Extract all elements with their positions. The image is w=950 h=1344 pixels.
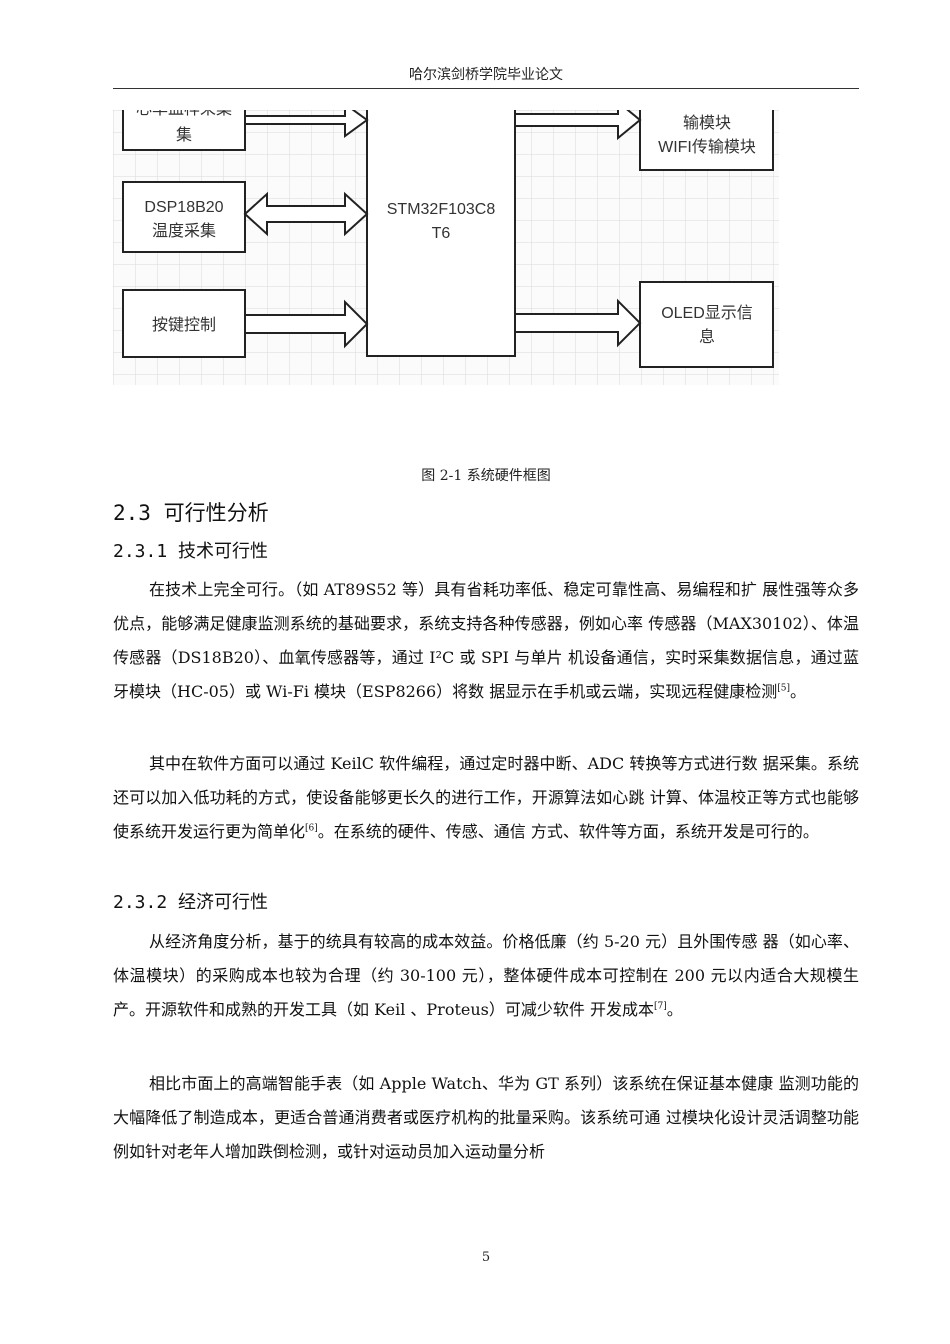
hardware-block-diagram: 心率血样采集 集 DSP18B20 温度采集 按键控制 STM32F103C8 … <box>113 110 779 385</box>
citation: [5] <box>777 683 791 694</box>
subsection-heading-economic: 2.3.2 经济可行性 <box>113 892 269 913</box>
mcu-box: STM32F103C8 T6 <box>366 110 516 357</box>
figure-caption: 图 2-1 系统硬件框图 <box>421 468 551 484</box>
citation: [7] <box>653 1001 667 1012</box>
mcu-to-wifi-arrow <box>514 110 642 141</box>
wifi-label-1: 输模块 <box>683 114 731 132</box>
temperature-label-1: DSP18B20 <box>144 199 223 216</box>
header-rule <box>113 88 859 89</box>
oled-box: OLED显示信 息 <box>639 281 774 368</box>
paragraph-text: 相比市面上的高端智能手表（如 Apple Watch、华为 GT 系列）该系统在… <box>113 1074 859 1161</box>
mcu-label-2: T6 <box>432 225 451 242</box>
citation: [6] <box>305 823 318 834</box>
paragraph-tail: 。 <box>790 682 807 701</box>
section-heading: 2.3 可行性分析 <box>113 501 269 525</box>
key-control-label: 按键控制 <box>152 316 216 334</box>
wifi-label-2: WIFI传输模块 <box>658 138 756 156</box>
paragraph-economic-1: 从经济角度分析，基于的统具有较高的成本效益。价格低廉（约 5-20 元）且外围传… <box>113 925 859 1027</box>
mcu-label-1: STM32F103C8 <box>387 201 496 218</box>
key-to-mcu-arrow <box>244 299 369 349</box>
paragraph-text: 其中在软件方面可以通过 KeilC 软件编程，通过定时器中断、ADC 转换等方式… <box>113 754 859 841</box>
temperature-box: DSP18B20 温度采集 <box>122 181 246 253</box>
temperature-mcu-double-arrow <box>243 191 369 237</box>
oled-label-2: 息 <box>699 328 715 346</box>
heart-rate-box: 心率血样采集 集 <box>122 110 246 151</box>
wifi-box: 输模块 WIFI传输模块 <box>639 110 774 171</box>
paragraph-tail: 。在系统的硬件、传感、通信 方式、软件等方面，系统开发是可行的。 <box>317 822 819 841</box>
paragraph-tail: 。 <box>666 1000 683 1019</box>
key-control-box: 按键控制 <box>122 289 246 358</box>
paragraph-technical-1: 在技术上完全可行。（如 AT89S52 等）具有省耗功率低、稳定可靠性高、易编程… <box>113 573 859 709</box>
paragraph-technical-2: 其中在软件方面可以通过 KeilC 软件编程，通过定时器中断、ADC 转换等方式… <box>113 747 859 849</box>
paragraph-text: 在技术上完全可行。（如 AT89S52 等）具有省耗功率低、稳定可靠性高、易编程… <box>113 580 859 701</box>
mcu-to-oled-arrow <box>514 298 642 348</box>
oled-label-1: OLED显示信 <box>661 304 753 322</box>
temperature-label-2: 温度采集 <box>152 222 216 240</box>
subsection-heading-technical: 2.3.1 技术可行性 <box>113 541 269 562</box>
paragraph-economic-2: 相比市面上的高端智能手表（如 Apple Watch、华为 GT 系列）该系统在… <box>113 1067 859 1169</box>
running-header: 哈尔滨剑桥学院毕业论文 <box>409 67 563 83</box>
page-number: 5 <box>481 1250 491 1265</box>
paragraph-text: 从经济角度分析，基于的统具有较高的成本效益。价格低廉（约 5-20 元）且外围传… <box>113 932 859 1019</box>
heart-to-mcu-arrow <box>244 110 369 138</box>
heart-rate-label-tail: 集 <box>176 126 192 144</box>
heart-rate-label: 心率血样采集 <box>136 110 232 118</box>
